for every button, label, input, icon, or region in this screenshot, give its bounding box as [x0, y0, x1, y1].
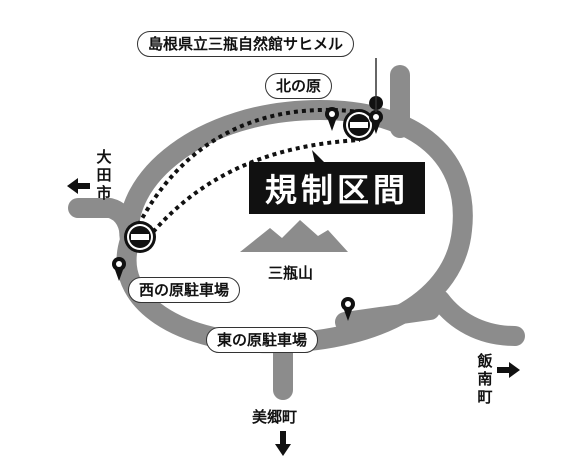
restricted-zone-banner: 規制区間 — [249, 162, 425, 214]
no-entry-icon[interactable] — [343, 109, 375, 141]
road-east-branch — [335, 300, 440, 332]
road-east — [430, 290, 525, 346]
loop-road — [116, 100, 473, 354]
oda-direction-label: 大田市 — [96, 148, 112, 202]
location-pin-icon[interactable] — [112, 257, 126, 281]
higashi-parking-label: 東の原駐車場 — [206, 327, 319, 353]
mountain-icon — [240, 220, 348, 252]
arrow-left-icon — [67, 178, 90, 194]
road-west — [68, 198, 140, 250]
no-entry-icon[interactable] — [124, 221, 156, 253]
museum-label: 島根県立三瓶自然館サヒメル — [137, 31, 355, 57]
road-network — [68, 65, 525, 400]
arrow-down-icon — [275, 431, 291, 456]
mountain-label: 三瓶山 — [268, 264, 314, 282]
iinan-direction-label: 飯南町 — [477, 352, 493, 406]
misato-direction-label: 美郷町 — [252, 408, 298, 426]
location-pin-icon[interactable] — [369, 96, 384, 134]
restricted-route — [133, 107, 361, 240]
location-pin-icon[interactable] — [341, 297, 355, 321]
location-pin-icon[interactable] — [325, 107, 339, 131]
kitanohara-label: 北の原 — [265, 73, 333, 99]
nishi-parking-label: 西の原駐車場 — [128, 277, 241, 303]
arrow-right-icon — [497, 362, 520, 378]
